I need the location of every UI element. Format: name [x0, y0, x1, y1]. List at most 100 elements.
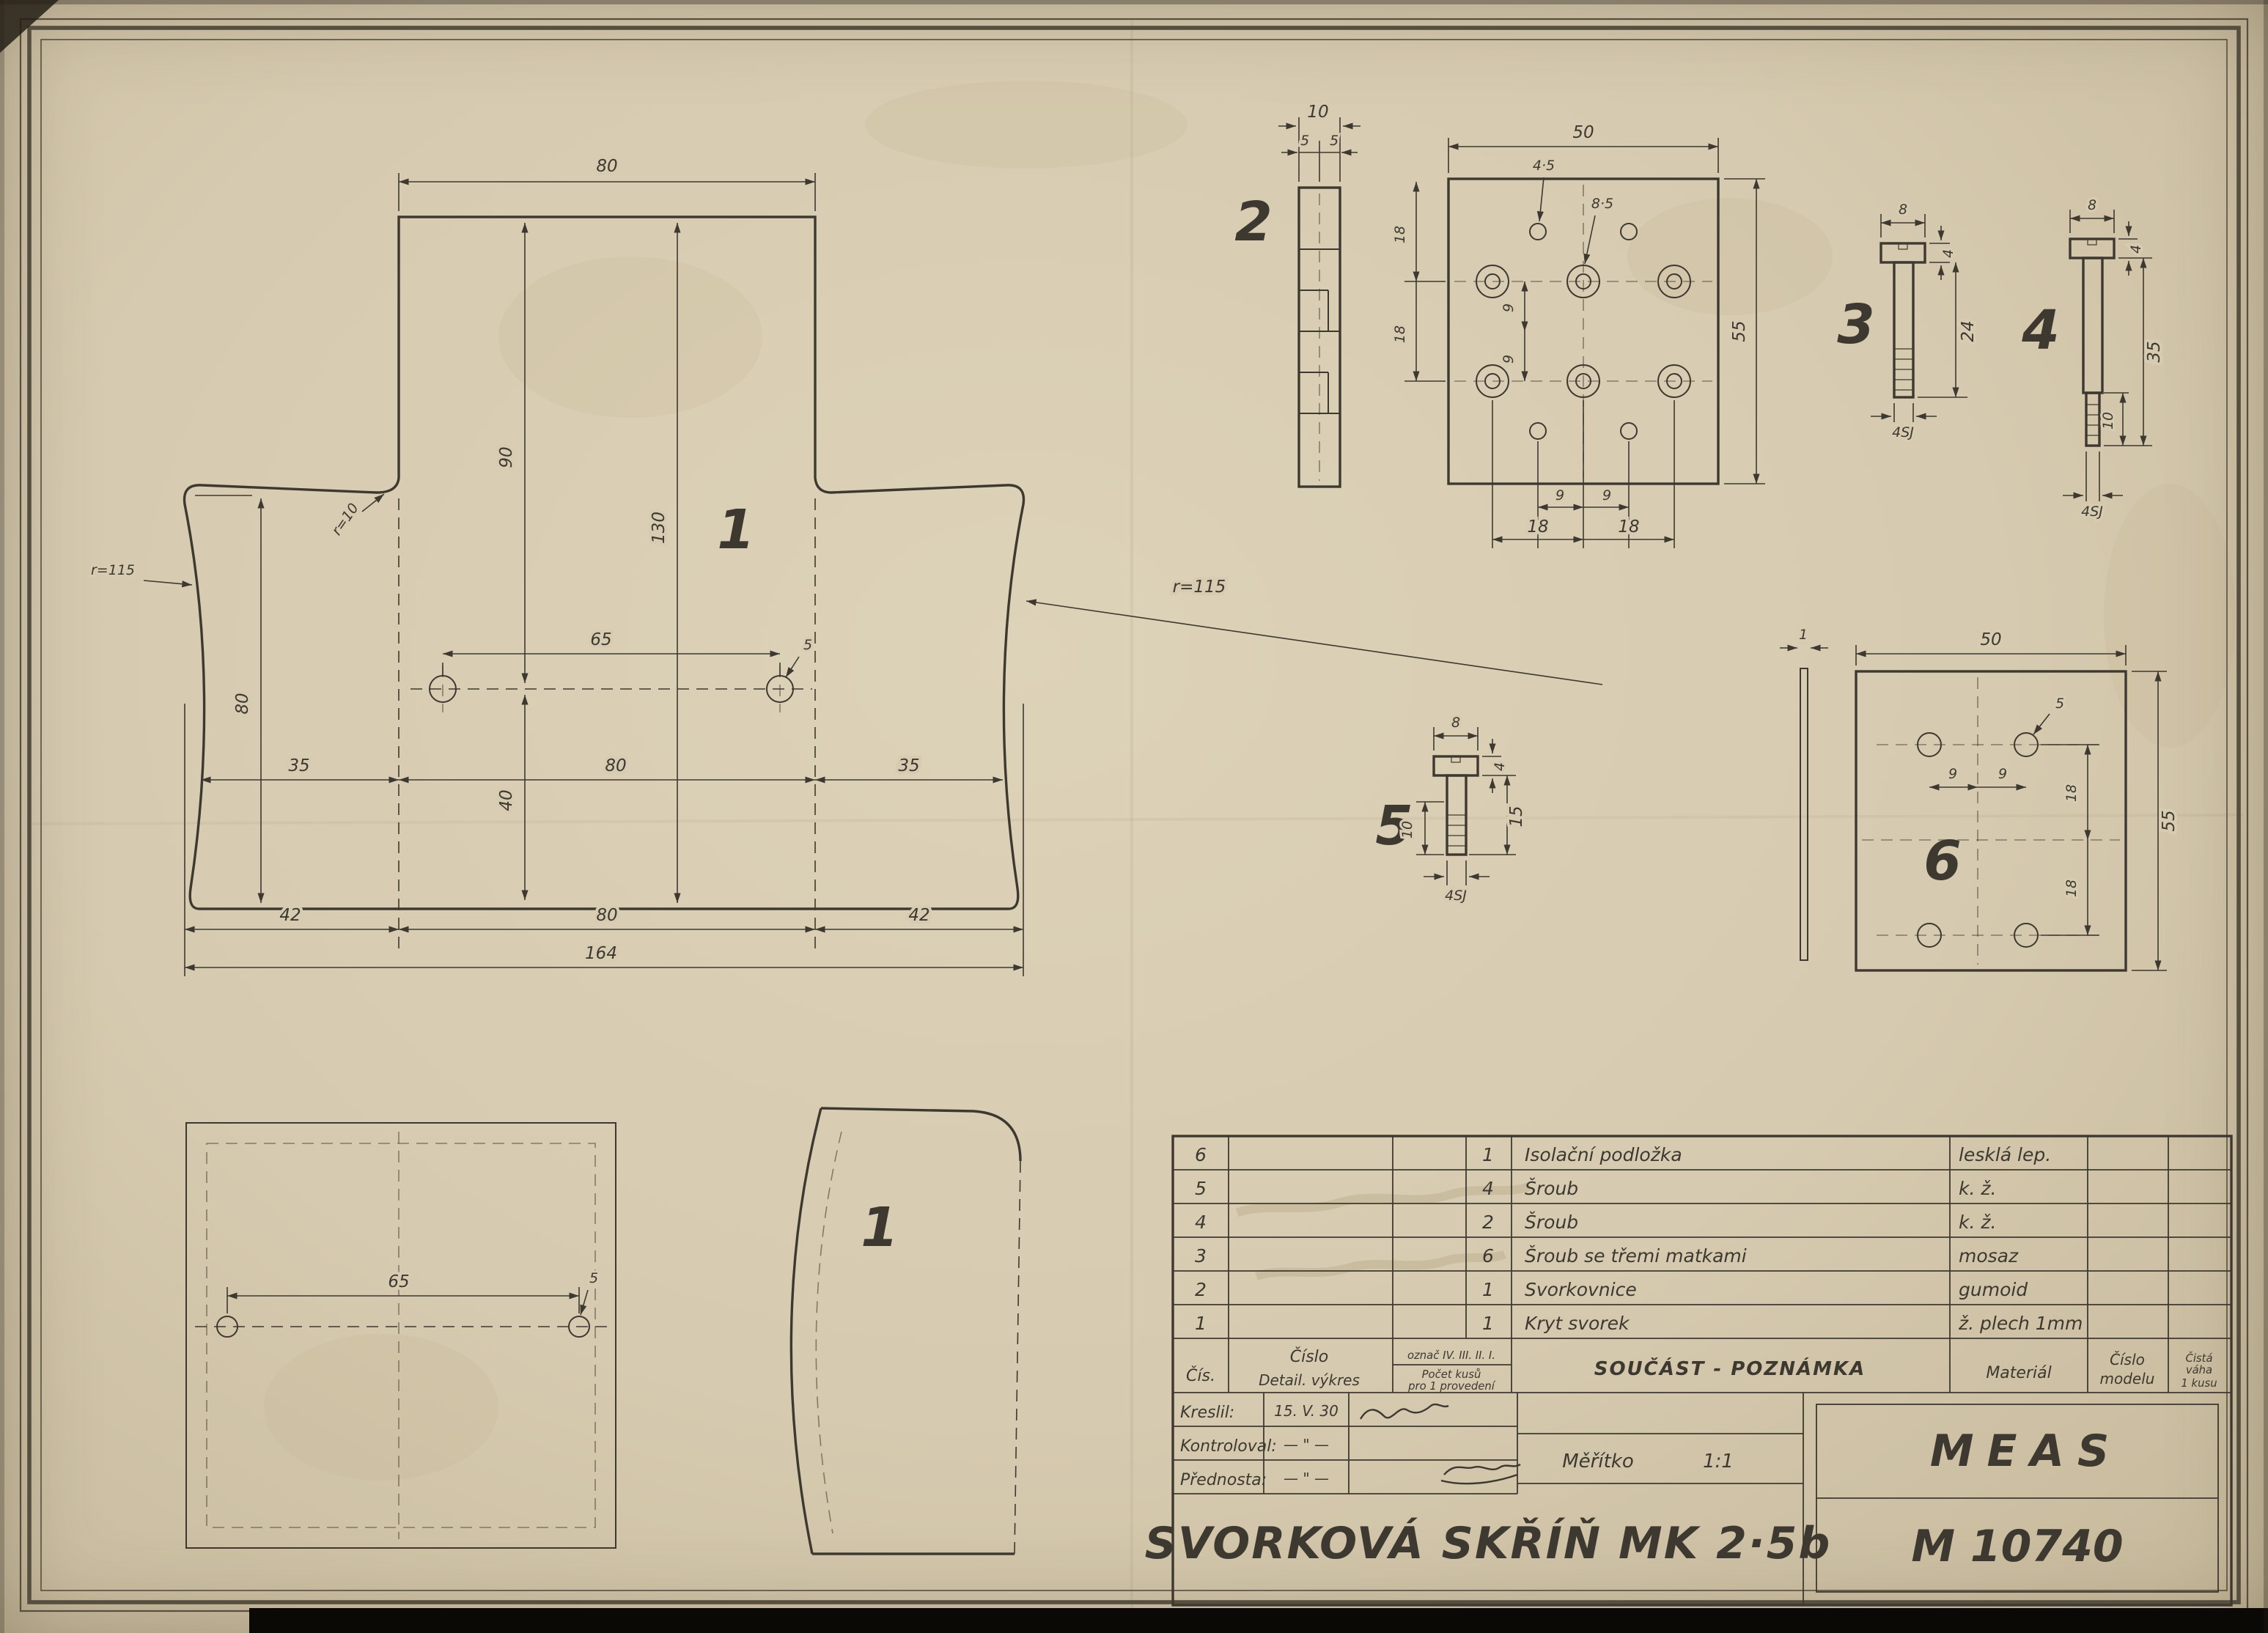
v7-dim-65: 65 [388, 1272, 409, 1291]
view4-dimensions: 8 4 35 10 4SJ [2063, 195, 2167, 522]
row-cis: 1 [1195, 1313, 1207, 1334]
v2-dim-9-mid-top: 9 [1501, 303, 1517, 312]
header-vaha-2: váha [2186, 1364, 2212, 1376]
view4-part: 4 [2021, 237, 2116, 447]
v4-dim-35: 35 [2145, 341, 2164, 362]
v2-dim-18-left-bottom: 18 [1392, 325, 1408, 343]
view2-dimensions: 10 5 5 50 55 18 18 9 9 9 9 18 [1278, 100, 1765, 548]
v1-dim-35-left: 35 [288, 756, 309, 775]
v1-radius-left: r=115 [91, 562, 135, 578]
header-model-2: modelu [2100, 1370, 2155, 1387]
row-material: ž. plech 1mm [1958, 1313, 2083, 1334]
view5-part: 5 [1375, 755, 1479, 858]
header-vaha-1: Čistá [2185, 1352, 2212, 1365]
row-count: 4 [1482, 1178, 1494, 1199]
photo-edge-left [0, 0, 4, 1633]
view3-dimensions: 8 4 24 4SJ [1871, 199, 1981, 443]
row-cis: 6 [1195, 1144, 1207, 1165]
v1-dim-left-80: 80 [233, 693, 252, 714]
v1-radius-right: r=115 [1173, 578, 1226, 597]
row-name: Šroub se třemi matkami [1525, 1245, 1747, 1267]
v6-dim-18-bottom: 18 [2063, 880, 2080, 897]
title-block: Kreslil: 15. V. 30 Kontroloval: — " — Př… [1145, 1393, 2219, 1605]
drawing-number: M 10740 [1911, 1521, 2123, 1572]
v4-thread: 4SJ [2081, 504, 2103, 520]
header-vaha-3: 1 kusu [2181, 1377, 2217, 1390]
table-row: 1 1 Kryt svorek ž. plech 1mm [1195, 1313, 2083, 1334]
v2-part-number: 2 [1234, 191, 1273, 254]
v1-dim-hole-dia: 5 [803, 637, 812, 653]
v6-dim-55: 55 [2160, 810, 2179, 831]
header-pocet-1: Počet kusů [1422, 1368, 1481, 1381]
header-material: Materiál [1986, 1364, 2051, 1382]
header-soucast: SOUČÁST - POZNÁMKA [1594, 1357, 1866, 1380]
kreslil-label: Kreslil: [1180, 1404, 1234, 1422]
v2-dim-5-left: 5 [1300, 133, 1309, 149]
view3-part: 3 [1837, 242, 1926, 399]
view2-part: 2 [1234, 177, 1720, 488]
view6-dimensions: 1 50 55 5 9 9 18 18 [1780, 624, 2182, 971]
v2-dim-9-mid-bottom: 9 [1501, 355, 1517, 364]
v4-dim-4: 4 [2128, 245, 2144, 254]
v5-dim-15: 15 [1507, 806, 1526, 827]
scale-value: 1:1 [1703, 1450, 1734, 1472]
v1-dim-80-bottom: 80 [596, 906, 617, 925]
table-row: 5 4 Šroub k. ž. [1195, 1177, 1996, 1199]
v2-dim-9-bottom-right: 9 [1602, 487, 1611, 504]
header-cis: Čís. [1186, 1366, 1215, 1385]
kontroloval-label: Kontroloval: [1180, 1437, 1277, 1456]
header-pocet-2: pro 1 provedení [1407, 1380, 1496, 1393]
v3-part-number: 3 [1837, 293, 1875, 356]
v1-dim-90: 90 [497, 446, 516, 468]
v6-part-number: 6 [1923, 830, 1962, 893]
view7-dimensions: 65 5 [227, 1268, 600, 1316]
signature-kreslil [1359, 1403, 1449, 1420]
photo-edge-bottom [249, 1608, 2268, 1633]
drawing-title: SVORKOVÁ SKŘÍŇ MK 2·5b [1145, 1516, 1832, 1569]
table-header: Čís. Číslo Detail. výkres označ IV. III.… [1186, 1347, 2217, 1393]
view8-part: 1 [789, 1107, 1022, 1555]
v1-dim-164: 164 [585, 944, 617, 963]
table-row: 2 1 Svorkovnice gumoid [1195, 1279, 2028, 1300]
view6-part: 6 [1800, 668, 2127, 972]
photo-edge-right [2264, 0, 2268, 1633]
v2-dim-5-right: 5 [1330, 133, 1339, 149]
table-row: 6 1 Isolační podložka lesklá lep. [1195, 1144, 2051, 1165]
row-cis: 2 [1195, 1279, 1207, 1300]
paper-texture [29, 21, 2244, 1612]
table-row: 3 6 Šroub se třemi matkami mosaz [1195, 1245, 2019, 1267]
v3-dim-4: 4 [1940, 249, 1956, 258]
v1-dim-130: 130 [649, 512, 669, 544]
v1-part-number: 1 [717, 498, 755, 561]
v1-radius-fillet: r=10 [328, 501, 362, 539]
v2-dim-9-bottom-left: 9 [1555, 487, 1564, 504]
v6-dim-9-right: 9 [1998, 766, 2007, 782]
row-count: 1 [1482, 1279, 1494, 1300]
parts-table: 6 1 Isolační podložka lesklá lep. 5 4 Šr… [1171, 1135, 2233, 1607]
v7-dim-hole-dia: 5 [589, 1270, 598, 1286]
kontroloval-value: — " — [1284, 1436, 1329, 1453]
row-material: lesklá lep. [1959, 1144, 2051, 1165]
row-name: Šroub [1525, 1211, 1578, 1233]
v6-dim-18-top: 18 [2063, 784, 2080, 802]
v1-dim-42-left: 42 [279, 906, 301, 925]
row-name: Kryt svorek [1525, 1313, 1630, 1334]
prednosta-value: — " — [1284, 1470, 1329, 1487]
row-material: gumoid [1959, 1279, 2028, 1300]
row-name: Isolační podložka [1525, 1144, 1682, 1165]
ink-bleed-through [1235, 1182, 1531, 1280]
row-material: mosaz [1959, 1245, 2019, 1267]
photo-edge-top [0, 0, 2268, 4]
row-cis: 3 [1195, 1245, 1207, 1267]
v1-dim-80-mid: 80 [605, 756, 626, 775]
v4-part-number: 4 [2021, 299, 2060, 362]
v5-dim-10: 10 [1399, 821, 1415, 838]
signature-checker [1440, 1463, 1521, 1485]
scale-label: Měřítko [1562, 1450, 1634, 1472]
row-cis: 4 [1195, 1212, 1207, 1233]
row-material: k. ž. [1959, 1212, 1996, 1233]
v3-thread: 4SJ [1892, 424, 1914, 440]
v2-dim-55: 55 [1730, 320, 1749, 342]
v8-part-number: 1 [861, 1196, 899, 1259]
